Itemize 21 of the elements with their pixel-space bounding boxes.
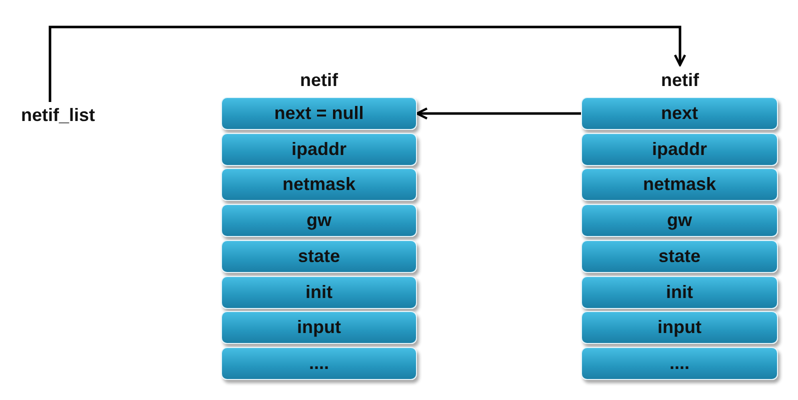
field-box: netmask bbox=[221, 168, 417, 201]
field-box: state bbox=[221, 240, 417, 273]
field-box: init bbox=[581, 276, 778, 309]
arrow bbox=[416, 107, 581, 120]
field-box: ipaddr bbox=[581, 133, 778, 166]
field-box: input bbox=[581, 311, 778, 344]
field-box: next bbox=[581, 97, 778, 130]
field-box: state bbox=[581, 240, 778, 273]
arrow bbox=[48, 26, 686, 102]
field-box: gw bbox=[581, 204, 778, 237]
field-box: ipaddr bbox=[221, 133, 417, 166]
field-box: .... bbox=[581, 347, 778, 380]
field-box: next = null bbox=[221, 97, 417, 130]
struct-heading: netif bbox=[650, 68, 710, 92]
field-box: netmask bbox=[581, 168, 778, 201]
struct-heading: netif bbox=[289, 68, 349, 92]
field-box: init bbox=[221, 276, 417, 309]
field-box: .... bbox=[221, 347, 417, 380]
field-box: input bbox=[221, 311, 417, 344]
field-box: gw bbox=[221, 204, 417, 237]
variable-label: netif_list bbox=[8, 102, 108, 128]
